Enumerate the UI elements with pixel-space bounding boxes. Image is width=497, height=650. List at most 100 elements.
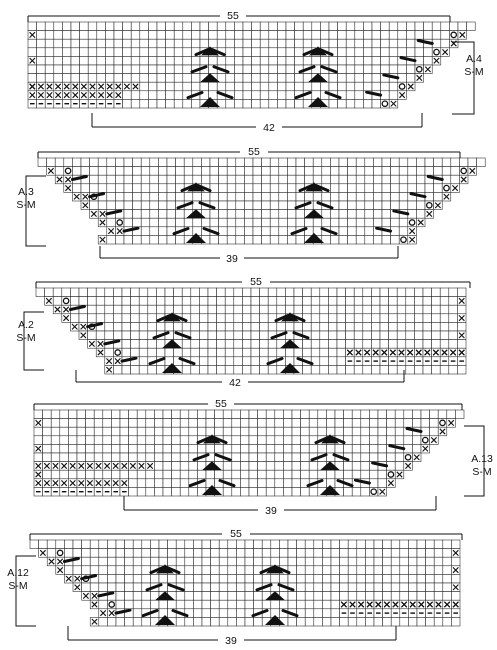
stitch-cell bbox=[182, 21, 192, 31]
stitch-cell bbox=[287, 556, 297, 567]
stitch-cell bbox=[139, 21, 149, 31]
stitch-cell bbox=[154, 452, 164, 462]
stitch-cell bbox=[300, 435, 310, 445]
stitch-cell bbox=[312, 166, 323, 176]
x-stitch-icon bbox=[86, 462, 93, 469]
triangle-icon bbox=[304, 209, 324, 219]
stitch-cell bbox=[209, 174, 219, 185]
stitch-cell bbox=[72, 539, 82, 549]
stitch-cell bbox=[381, 174, 391, 185]
stitch-cell bbox=[398, 174, 409, 185]
stitch-cell bbox=[106, 217, 116, 228]
stitch-cell bbox=[279, 556, 289, 567]
cable-cross-icon bbox=[382, 73, 400, 80]
stitch-cell bbox=[50, 409, 61, 419]
stitch-cell bbox=[268, 64, 278, 74]
stitch-cell bbox=[105, 30, 115, 40]
stitch-cell bbox=[248, 469, 258, 480]
x-stitch-icon bbox=[98, 92, 105, 99]
stitch-cell bbox=[390, 617, 401, 627]
stitch-cell bbox=[50, 435, 61, 445]
cable-cross-icon bbox=[320, 65, 338, 74]
stitch-cell bbox=[291, 409, 301, 419]
stitch-cell bbox=[268, 30, 278, 40]
stitch-cell bbox=[269, 217, 280, 228]
stitch-cell bbox=[132, 582, 143, 592]
stitch-cell bbox=[377, 435, 387, 445]
stitch-cell bbox=[175, 591, 186, 601]
stitch-cell bbox=[242, 56, 252, 66]
x-stitch-icon bbox=[442, 49, 449, 56]
stitch-cell bbox=[236, 556, 246, 567]
stitch-cell bbox=[132, 574, 143, 584]
stitch-cell bbox=[138, 322, 149, 332]
x-stitch-icon bbox=[114, 358, 121, 365]
stitch-cell bbox=[259, 73, 270, 83]
stitch-cell bbox=[132, 565, 143, 575]
stitch-cell bbox=[216, 287, 226, 297]
triangle-icon bbox=[308, 97, 328, 107]
stitch-cell bbox=[424, 157, 434, 167]
stitch-cell bbox=[295, 174, 305, 185]
stitch-cell bbox=[70, 21, 80, 31]
stitch-cell bbox=[46, 539, 57, 549]
stitch-cell bbox=[310, 339, 321, 349]
triangle-icon bbox=[280, 363, 300, 373]
chart-a4-bottom-count: 42 bbox=[91, 113, 423, 134]
stitch-cell bbox=[179, 452, 190, 462]
stitch-cell bbox=[36, 64, 46, 74]
stitch-cell bbox=[201, 539, 211, 549]
stitch-cell bbox=[62, 38, 72, 49]
stitch-cell bbox=[148, 47, 158, 57]
stitch-cell bbox=[175, 157, 185, 167]
stitch-cell bbox=[330, 556, 340, 567]
stitch-cell bbox=[53, 64, 63, 74]
stitch-cell bbox=[251, 56, 261, 66]
x-stitch-icon bbox=[424, 66, 431, 73]
x-stitch-icon bbox=[86, 480, 93, 487]
stitch-cell bbox=[240, 478, 250, 488]
stitch-cell bbox=[328, 21, 338, 31]
stitch-cell bbox=[138, 339, 149, 349]
stitch-cell bbox=[179, 435, 190, 445]
stitch-cell bbox=[293, 322, 303, 332]
x-stitch-icon bbox=[82, 193, 89, 200]
stitch-cell bbox=[190, 365, 200, 375]
stitch-cell bbox=[132, 166, 142, 176]
stitch-cell bbox=[130, 38, 141, 49]
stitch-cell bbox=[274, 435, 284, 445]
stitch-cell bbox=[466, 21, 476, 31]
stitch-cell bbox=[448, 304, 458, 315]
stitch-cell bbox=[27, 47, 37, 57]
chart-a12-top-count: 55 bbox=[29, 528, 463, 540]
stitch-cell bbox=[36, 47, 46, 57]
stitch-cell bbox=[233, 356, 243, 366]
stitch-cell bbox=[104, 330, 114, 340]
stitch-cell bbox=[407, 166, 417, 176]
stitch-cell bbox=[218, 574, 229, 584]
stitch-cell bbox=[345, 287, 355, 297]
x-stitch-icon bbox=[37, 83, 44, 90]
stitch-cell bbox=[242, 81, 252, 92]
stitch-cell bbox=[123, 174, 133, 185]
stitch-cell bbox=[121, 365, 131, 375]
stitch-cell bbox=[406, 73, 416, 83]
stitch-cell bbox=[147, 313, 157, 323]
stitch-cell bbox=[380, 81, 390, 92]
cable-cross-icon bbox=[178, 357, 196, 366]
stitch-cell bbox=[192, 157, 202, 167]
stitch-cell bbox=[371, 339, 381, 349]
stitch-cell bbox=[433, 591, 444, 601]
stitch-cell bbox=[439, 339, 450, 349]
stitch-cell bbox=[259, 99, 270, 109]
stitch-cell bbox=[158, 608, 168, 618]
stitch-cell bbox=[293, 347, 303, 358]
stitch-cell bbox=[431, 287, 441, 297]
stitch-cell bbox=[343, 487, 353, 497]
stitch-cell bbox=[115, 235, 125, 245]
stitch-cell bbox=[356, 565, 366, 575]
stitch-cell bbox=[429, 426, 439, 437]
stitch-cell bbox=[85, 418, 95, 428]
stitch-cell bbox=[295, 166, 305, 176]
stitch-cell bbox=[156, 90, 166, 100]
